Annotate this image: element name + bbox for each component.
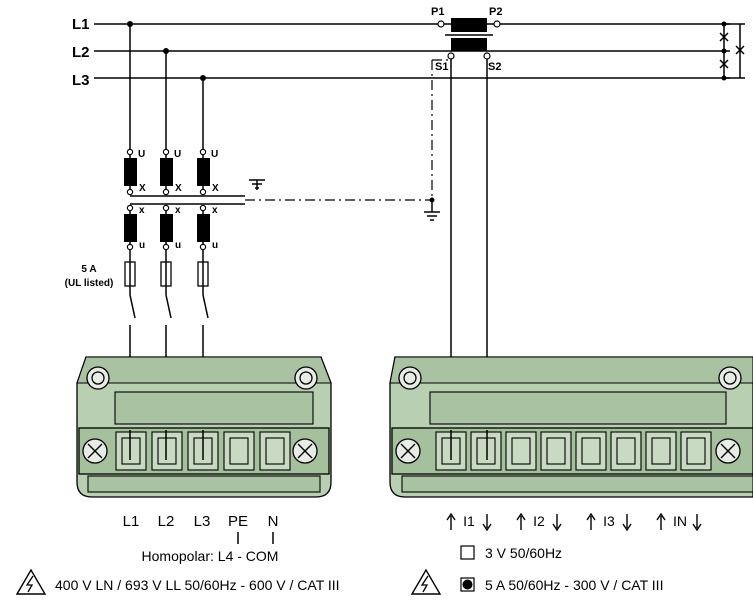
vt1-x-lower-label: x: [139, 205, 145, 216]
fuse-rating-label: 5 A: [81, 264, 96, 275]
fuse-ul-label: (UL listed): [65, 278, 114, 289]
option-5a-filled-circle-icon: [460, 577, 475, 592]
left-terminal-label-pe: PE: [228, 513, 248, 530]
voltage-connector-wires: [129, 430, 204, 460]
current-transformer: P1 P2 S1 S2: [431, 6, 502, 73]
current-input-i3: I3: [586, 512, 632, 532]
option-3v-empty-square-icon: [460, 545, 475, 560]
current-input-in: IN: [656, 512, 702, 532]
homopolar-label: Homopolar: L4 - COM: [142, 548, 279, 564]
vt1-x-upper-label: X: [139, 183, 146, 194]
arrow-up-icon: [586, 512, 596, 530]
ct-s2-label: S2: [488, 61, 501, 73]
option-5a-label: 5 A 50/60Hz - 300 V / CAT III: [485, 577, 663, 593]
voltage-rating-label: 400 V LN / 693 V LL 50/60Hz - 600 V / CA…: [55, 577, 340, 593]
line-label-l3: L3: [72, 72, 90, 89]
vt-secondary-coils: x x x u u u: [124, 204, 218, 251]
line-end-switches: [719, 21, 745, 81]
vt-primary-coils: U U U X X X: [124, 148, 219, 196]
current-input-label-i1: I1: [463, 513, 475, 529]
voltage-taps: [127, 21, 206, 152]
left-terminal-label-l2: L2: [158, 513, 175, 530]
current-input-label-i2: I2: [533, 513, 545, 529]
current-input-i2: I2: [516, 512, 562, 532]
current-input-label-i3: I3: [603, 513, 615, 529]
ct-p2-label: P2: [489, 6, 502, 18]
arrow-down-icon: [552, 514, 562, 532]
arrow-up-icon: [656, 512, 666, 530]
high-voltage-warning-icon-2: [410, 568, 442, 595]
vt3-u-lower-label: u: [212, 240, 218, 251]
ct-p1-label: P1: [431, 6, 444, 18]
arrow-down-icon: [482, 514, 492, 532]
left-terminal-label-n: N: [268, 513, 279, 530]
left-terminal-label-l3: L3: [194, 513, 211, 530]
arrow-down-icon: [692, 514, 702, 532]
ct-earth-dashline: [424, 59, 448, 221]
high-voltage-warning-icon: [15, 568, 47, 595]
vt2-x-lower-label: x: [175, 205, 181, 216]
vt3-u-label: U: [211, 149, 218, 160]
vt2-x-upper-label: X: [175, 183, 182, 194]
current-connector: [389, 356, 753, 498]
vt2-u-label: U: [174, 149, 181, 160]
current-input-i1: I1: [446, 512, 492, 532]
current-connector-wires: [450, 430, 488, 460]
vt1-u-label: U: [138, 149, 145, 160]
voltage-connector: [76, 356, 332, 498]
line-label-l2: L2: [72, 44, 90, 61]
current-input-labels: I1 I2 I3 IN: [446, 512, 702, 532]
vt2-u-lower-label: u: [175, 240, 181, 251]
arrow-up-icon: [516, 512, 526, 530]
homopolar-ticks: [237, 532, 274, 544]
option-3v-label: 3 V 50/60Hz: [485, 545, 562, 561]
arrow-down-icon: [622, 514, 632, 532]
vt-common-bars: [130, 179, 432, 205]
current-input-label-in: IN: [673, 513, 687, 529]
left-terminal-label-l1: L1: [123, 513, 140, 530]
arrow-up-icon: [446, 512, 456, 530]
ct-s1-label: S1: [435, 61, 448, 73]
vt3-x-lower-label: x: [212, 205, 218, 216]
vt1-u-lower-label: u: [139, 240, 145, 251]
vt3-x-upper-label: X: [212, 183, 219, 194]
line-label-l1: L1: [72, 16, 90, 33]
